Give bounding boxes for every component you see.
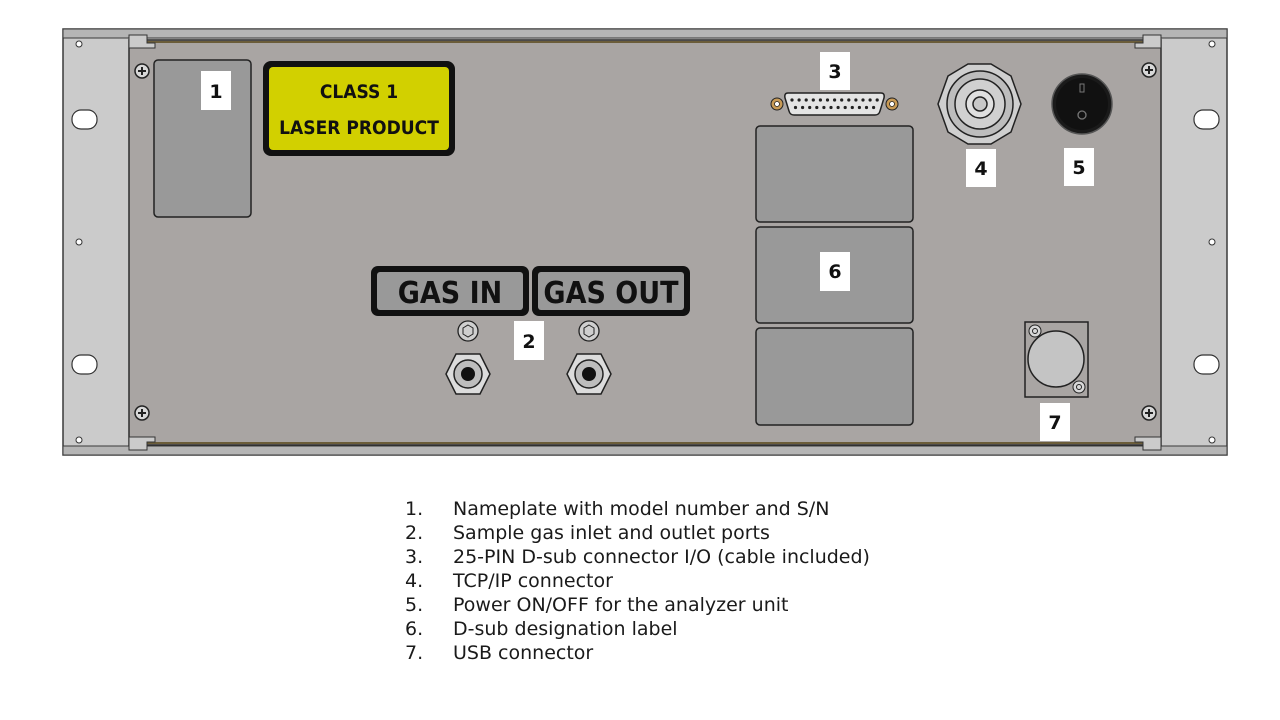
legend-number: 1. [405,498,424,520]
dsub-pin [843,105,847,110]
dsub-pin-array [790,98,879,110]
gas-out-label: GAS OUT [543,276,679,311]
legend-number: 6. [405,618,424,640]
dsub-pin [836,105,840,110]
gas-in-label: GAS IN [398,276,503,311]
dsub-pin [804,98,808,102]
dsub-pin [847,98,851,102]
screw-icon [1141,405,1157,421]
legend-text: Power ON/OFF for the analyzer unit [453,594,789,616]
legend-number: 5. [405,594,424,616]
svg-text:3: 3 [828,61,841,83]
dsub-pin [868,98,872,102]
legend-text: Nameplate with model number and S/N [453,498,830,520]
dsub-pin [829,105,833,110]
svg-text:1: 1 [209,81,222,103]
dsub-label-plate-top [755,125,914,223]
panel-screws [134,62,1157,421]
legend-item: 2. Sample gas inlet and outlet ports [405,521,870,545]
dsub-pin [797,98,801,102]
dsub-pin [861,98,865,102]
tcpip-connector [937,63,1022,145]
dsub-pin [793,105,798,110]
legend-number: 3. [405,546,424,568]
legend-item: 3. 25-PIN D-sub connector I/O (cable incl… [405,545,870,569]
laser-label-line2: LASER PRODUCT [279,117,439,139]
legend-number: 7. [405,642,424,664]
legend-text: USB connector [453,642,594,664]
laser-label-line1: CLASS 1 [320,81,398,103]
dsub-pin [790,98,794,102]
dsub-pin [850,105,854,110]
screw-icon [134,63,150,79]
dsub-pin [875,98,879,102]
laser-class-label: CLASS 1 LASER PRODUCT [263,61,455,156]
gas-in-sign: GAS IN [371,266,529,316]
legend-item: 6. D-sub designation label [405,617,870,641]
gas-out-sign: GAS OUT [532,266,690,316]
callout-6: 6 [820,252,850,291]
svg-text:5: 5 [1072,157,1085,179]
dsub-25-connector [770,92,899,116]
legend-text: 25-PIN D-sub connector I/O (cable includ… [453,546,870,568]
callout-3: 3 [820,52,850,90]
screw-icon [134,405,150,421]
component-legend: 1. Nameplate with model number and S/N 2.… [405,497,870,665]
legend-text: TCP/IP connector [453,570,613,592]
dsub-pin [801,105,805,110]
left-rack-ear [71,40,98,444]
dsub-pin [825,98,830,102]
screw-icon [1141,62,1157,78]
callout-1: 1 [201,71,231,110]
callout-7: 7 [1040,403,1070,441]
callout-5: 5 [1064,148,1094,186]
legend-item: 5. Power ON/OFF for the analyzer unit [405,593,870,617]
legend-item: 1. Nameplate with model number and S/N [405,497,870,521]
dsub-label-plate-bottom [755,327,914,426]
legend-number: 4. [405,570,424,592]
legend-number: 2. [405,522,424,544]
callout-4: 4 [966,149,996,187]
svg-text:6: 6 [828,261,841,283]
dsub-pin [811,98,815,102]
svg-text:2: 2 [522,331,535,353]
gas-inlet-port [445,320,491,395]
dsub-pin [818,98,823,102]
legend-text: Sample gas inlet and outlet ports [453,522,770,544]
dsub-pin [815,105,819,110]
callout-2: 2 [514,321,544,360]
dsub-pin [822,105,826,110]
dsub-pin [833,98,837,102]
dsub-pin [857,105,862,110]
svg-text:4: 4 [974,158,987,180]
gas-outlet-port [566,320,612,395]
legend-text: D-sub designation label [453,618,678,640]
legend-item: 7. USB connector [405,641,870,665]
dsub-pin [840,98,844,102]
usb-connector [1024,321,1089,398]
legend-item: 4. TCP/IP connector [405,569,870,593]
dsub-pin [864,105,869,110]
svg-text:7: 7 [1048,412,1061,434]
right-rack-ear [1193,40,1220,444]
power-switch [1051,73,1113,135]
dsub-pin [808,105,812,110]
dsub-pin [854,98,858,102]
analyzer-rear-panel-drawing: CLASS 1 LASER PRODUCT GAS IN GAS OUT [62,28,1228,456]
dsub-pin [872,105,876,110]
